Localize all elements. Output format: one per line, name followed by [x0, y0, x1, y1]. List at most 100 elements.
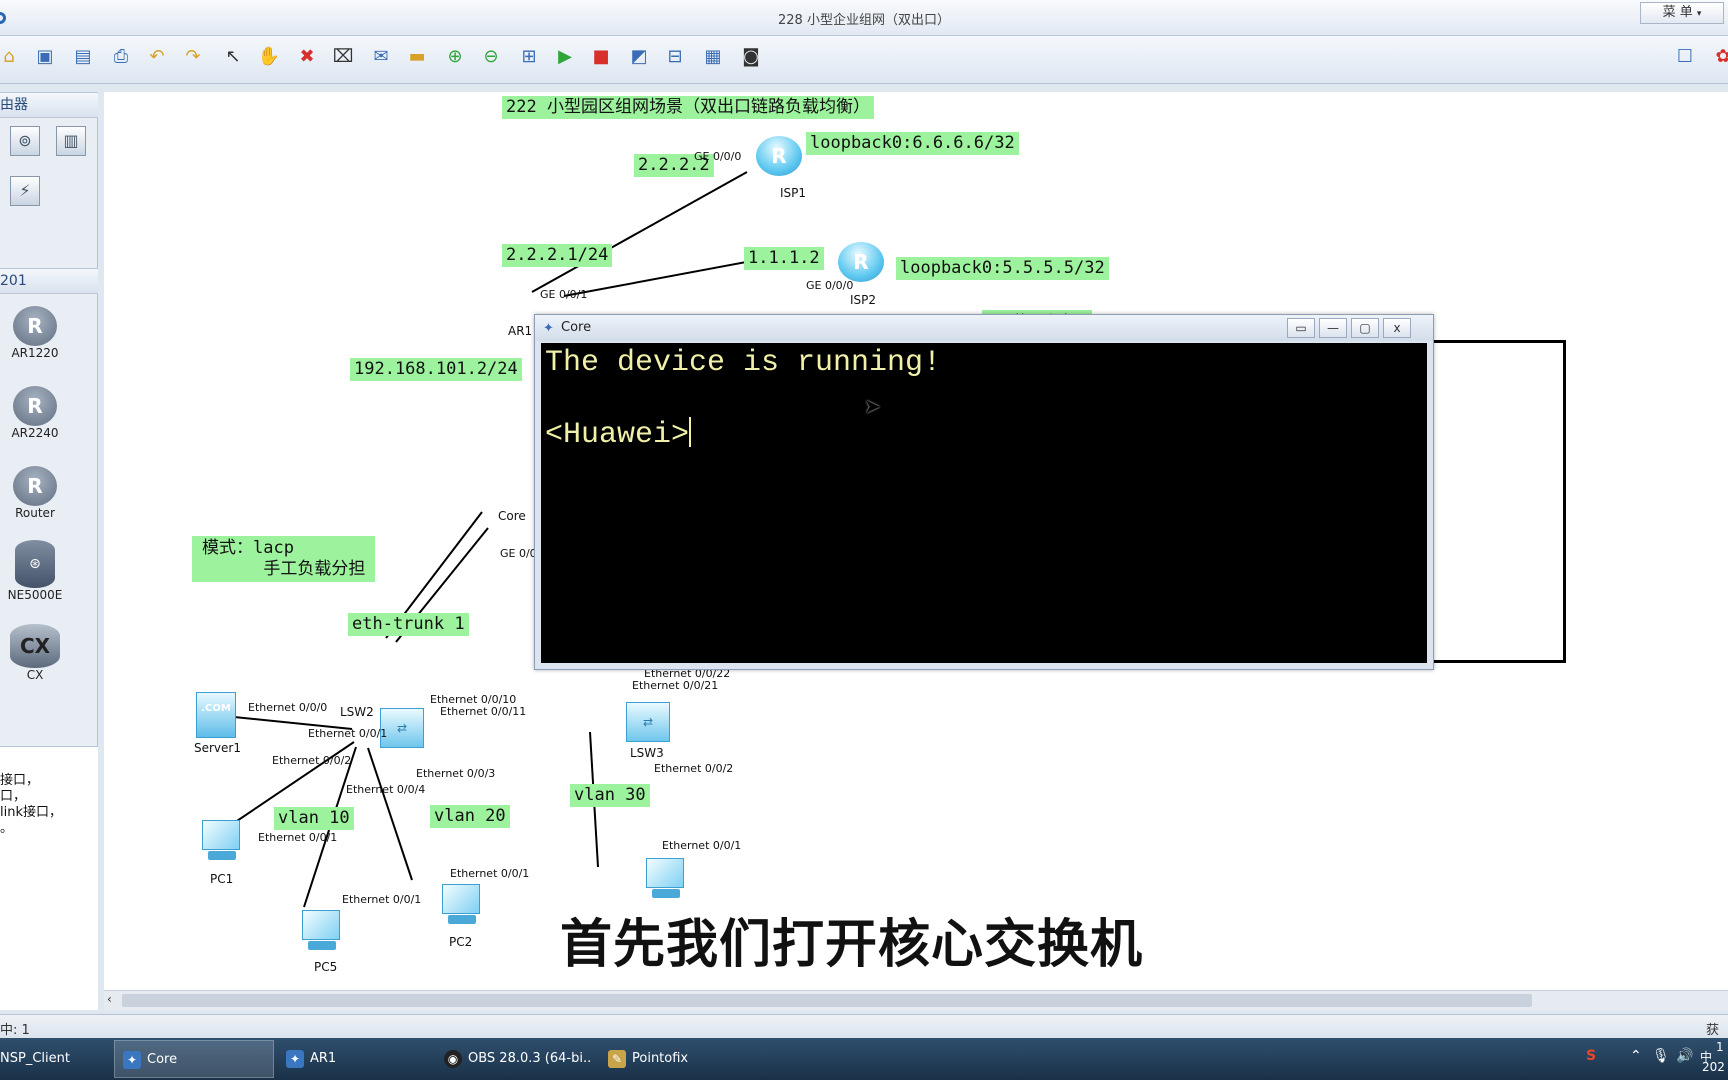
note-isp1-ip[interactable]: 2.2.2.2: [634, 154, 714, 177]
note-eth-trunk[interactable]: eth-trunk 1: [348, 613, 469, 636]
canvas-horizontal-scrollbar[interactable]: ‹: [104, 990, 1728, 1010]
clock-date[interactable]: 202: [1702, 1060, 1725, 1074]
console-restore-size-icon[interactable]: ▭: [1287, 318, 1315, 338]
scrollbar-thumb[interactable]: [122, 994, 1532, 1007]
node-ar1-label: AR1: [508, 324, 533, 338]
console-minimize-icon[interactable]: —: [1319, 318, 1347, 338]
node-core-label: Core: [498, 509, 526, 523]
taskbar-item-ensp-client[interactable]: NSP_Client: [0, 1040, 112, 1078]
volume-icon[interactable]: 🔊: [1676, 1048, 1694, 1064]
delete-link-icon[interactable]: ⌧: [332, 46, 354, 67]
chat-icon[interactable]: ☐: [1676, 46, 1694, 67]
device-ar1220[interactable]: R AR1220: [0, 306, 70, 360]
note-ar1-lan-ip[interactable]: 192.168.101.2/24: [350, 358, 522, 381]
menu-button[interactable]: 菜 单 ▾: [1640, 2, 1724, 24]
print-icon[interactable]: ⎙: [113, 46, 129, 67]
rectangle-icon[interactable]: ▬: [408, 46, 426, 67]
taskbar-label: NSP_Client: [0, 1051, 70, 1066]
redo-icon[interactable]: ↷: [185, 46, 201, 67]
port-label-lsw3-e0021: Ethernet 0/0/21: [632, 679, 719, 692]
node-lsw3[interactable]: ⇄: [626, 702, 670, 742]
grid-icon[interactable]: ▦: [704, 46, 722, 67]
save-as-icon[interactable]: ▤: [74, 46, 92, 67]
select-pointer-icon[interactable]: ↖: [225, 46, 241, 67]
taskbar-label: Core: [147, 1052, 178, 1067]
node-isp1[interactable]: R: [756, 136, 802, 176]
port-label-lsw2-e004: Ethernet 0/0/4: [346, 783, 426, 796]
pc-icon: [646, 858, 684, 888]
note-vlan10[interactable]: vlan 10: [274, 807, 354, 830]
note-isp2-loopback[interactable]: loopback0:5.5.5.5/32: [896, 257, 1109, 280]
menu-label: 菜 单: [1662, 5, 1693, 20]
ensp-terminal-icon: ✦: [123, 1051, 141, 1069]
scroll-left-icon[interactable]: ‹: [107, 992, 112, 1006]
console-close-icon[interactable]: x: [1383, 318, 1411, 338]
undo-icon[interactable]: ↶: [149, 46, 165, 67]
capture-icon[interactable]: ◩: [630, 46, 648, 67]
device-router[interactable]: R Router: [0, 466, 70, 520]
device-cx[interactable]: CX CX: [0, 624, 70, 682]
clock-time[interactable]: 1: [1716, 1040, 1724, 1054]
cli-icon[interactable]: ◙: [742, 46, 760, 67]
port-label-pc1: Ethernet 0/0/1: [258, 831, 338, 844]
note-title[interactable]: 222 小型园区组网场景（双出口链路负载均衡）: [502, 96, 874, 119]
hand-icon[interactable]: ✋: [257, 46, 281, 67]
panel-header-series[interactable]: 201: [0, 268, 98, 294]
taskbar-label: AR1: [310, 1051, 337, 1066]
wlan-ac-icon[interactable]: ⊚: [10, 126, 40, 156]
note-vlan20[interactable]: vlan 20: [430, 805, 510, 828]
node-pc2[interactable]: [436, 884, 486, 928]
link-isp1-ar1[interactable]: [531, 171, 748, 293]
device-ar2240[interactable]: R AR2240: [0, 386, 70, 440]
core-console-window[interactable]: ✦ Core ▭ — ▢ x The device is running! <H…: [534, 314, 1434, 670]
zoom-in-icon[interactable]: ⊕: [447, 46, 463, 67]
node-isp2-label: ISP2: [850, 293, 877, 307]
taskbar-item-obs[interactable]: ◉OBS 28.0.3 (64-bi...: [436, 1040, 592, 1078]
text-note-icon[interactable]: ✉: [373, 46, 389, 67]
note-isp1-loopback[interactable]: loopback0:6.6.6.6/32: [806, 132, 1019, 155]
ime-language-icon[interactable]: 中: [1700, 1050, 1713, 1064]
note-vlan30[interactable]: vlan 30: [570, 784, 650, 807]
device-description: 接口， 口， link接口， 。: [0, 746, 98, 1010]
tray-expand-icon[interactable]: ⌃: [1630, 1048, 1642, 1064]
save-icon[interactable]: ▣: [36, 46, 54, 67]
delete-icon[interactable]: ✖: [299, 46, 315, 67]
link-lsw2-pc2[interactable]: [367, 747, 413, 881]
node-pc2-label: PC2: [449, 935, 473, 949]
app-logo-icon: [0, 12, 6, 24]
obs-icon: ◉: [444, 1050, 462, 1068]
node-pc3[interactable]: [640, 858, 690, 902]
console-title-bar[interactable]: ✦ Core ▭ — ▢ x: [535, 315, 1433, 341]
ime-sogou-icon[interactable]: S: [1586, 1048, 1597, 1064]
device-label: AR2240: [11, 426, 59, 440]
zoom-out-icon[interactable]: ⊖: [483, 46, 499, 67]
node-pc1[interactable]: [196, 820, 246, 864]
note-isp2-ip[interactable]: 1.1.1.2: [744, 247, 824, 270]
node-lsw2[interactable]: ⇄: [380, 708, 424, 748]
taskbar-item-ar1[interactable]: ✦AR1: [278, 1040, 438, 1078]
console-maximize-icon[interactable]: ▢: [1351, 318, 1379, 338]
note-lacp-mode[interactable]: 模式：lacp 手工负载分担: [192, 536, 376, 582]
microphone-icon[interactable]: 🎙: [1652, 1048, 1670, 1064]
port-label-lsw3-e002: Ethernet 0/0/2: [654, 762, 734, 775]
fit-view-icon[interactable]: ⊞: [521, 46, 537, 67]
topology-icon[interactable]: ⊟: [667, 46, 683, 67]
node-pc5[interactable]: [296, 910, 346, 954]
power-icon[interactable]: ⚡: [10, 176, 40, 206]
new-topology-icon[interactable]: ⌂: [3, 46, 15, 67]
terminal-output[interactable]: The device is running! <Huawei>: [541, 343, 1427, 663]
link-server1-lsw2[interactable]: [233, 716, 353, 730]
pc-icon: [302, 910, 340, 940]
note-ar1-ip[interactable]: 2.2.2.1/24: [502, 244, 613, 267]
stop-device-icon[interactable]: ■: [592, 46, 610, 67]
taskbar-item-pointofix[interactable]: ✎Pointofix: [600, 1040, 754, 1078]
node-isp2[interactable]: R: [838, 242, 884, 282]
device-ne5000e[interactable]: ⊛ NE5000E: [0, 540, 70, 602]
panel-header-routers[interactable]: 由器: [0, 92, 98, 118]
huawei-logo-icon[interactable]: ✿: [1715, 46, 1728, 67]
node-server1[interactable]: .COM: [196, 692, 236, 738]
firewall-icon[interactable]: ▥: [56, 126, 86, 156]
start-device-icon[interactable]: ▶: [558, 46, 572, 67]
link-lsw2-pc1[interactable]: [227, 741, 355, 828]
taskbar-item-core[interactable]: ✦ Core: [114, 1040, 274, 1078]
